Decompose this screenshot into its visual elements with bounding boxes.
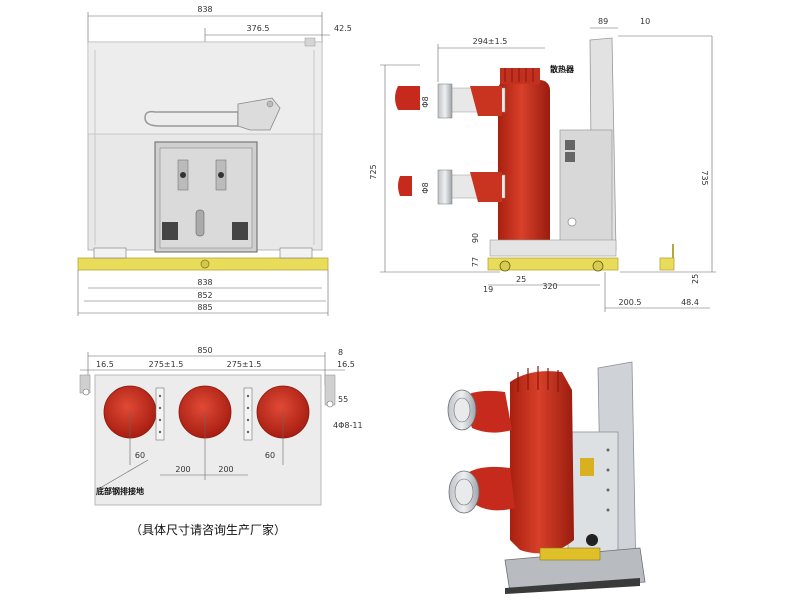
side-dim-48: 48.4 (681, 298, 699, 307)
product-render (447, 361, 646, 594)
top-dim-200-left: 200 (175, 465, 190, 474)
side-dia-lower: Φ8 (421, 182, 430, 193)
side-dim-25-right: 25 (691, 274, 700, 284)
front-dim-852: 852 (197, 291, 212, 300)
side-dia-upper: Φ8 (421, 96, 430, 107)
front-dim-376: 376.5 (247, 24, 270, 33)
side-view: 294±1.5 89 10 725 735 散热器 (369, 17, 716, 312)
top-dim-850: 850 (197, 346, 212, 355)
side-dim-25-left: 25 (516, 275, 526, 284)
side-dim-19: 19 (483, 285, 493, 294)
top-dim-200-right: 200 (218, 465, 233, 474)
side-dim-320: 320 (542, 282, 557, 291)
top-dim-60-left: 60 (135, 451, 145, 460)
side-dim-77: 77 (471, 257, 480, 267)
ground-note: 底部钢排接地 (95, 486, 144, 496)
top-dim-275-left: 275±1.5 (149, 360, 184, 369)
top-view: 850 8 16.5 275±1.5 275±1.5 16.5 60 60 20… (79, 346, 363, 506)
top-dim-55: 55 (338, 395, 348, 404)
front-dim-885: 885 (197, 303, 212, 312)
side-dim-735: 735 (700, 170, 709, 185)
top-dim-16-left: 16.5 (96, 360, 114, 369)
side-dim-200: 200.5 (619, 298, 642, 307)
front-view: 838 376.5 42.5 838 852 (77, 5, 352, 316)
side-dim-90: 90 (471, 233, 480, 243)
top-dim-holes: 4Φ8-11 (333, 421, 363, 430)
side-dim-294: 294±1.5 (473, 37, 508, 46)
side-dim-89: 89 (598, 17, 608, 26)
front-dim-42: 42.5 (334, 24, 352, 33)
top-dim-60-right: 60 (265, 451, 275, 460)
top-dim-275-right: 275±1.5 (227, 360, 262, 369)
side-dim-10: 10 (640, 17, 650, 26)
caption: （具体尺寸请咨询生产厂家） (130, 522, 286, 537)
side-dim-725: 725 (369, 164, 378, 179)
front-dim-838-top: 838 (197, 5, 212, 14)
front-dim-838-bottom: 838 (197, 278, 212, 287)
heatsink-label: 散热器 (550, 64, 575, 74)
top-dim-8: 8 (338, 348, 343, 357)
top-dim-16-right: 16.5 (337, 360, 355, 369)
